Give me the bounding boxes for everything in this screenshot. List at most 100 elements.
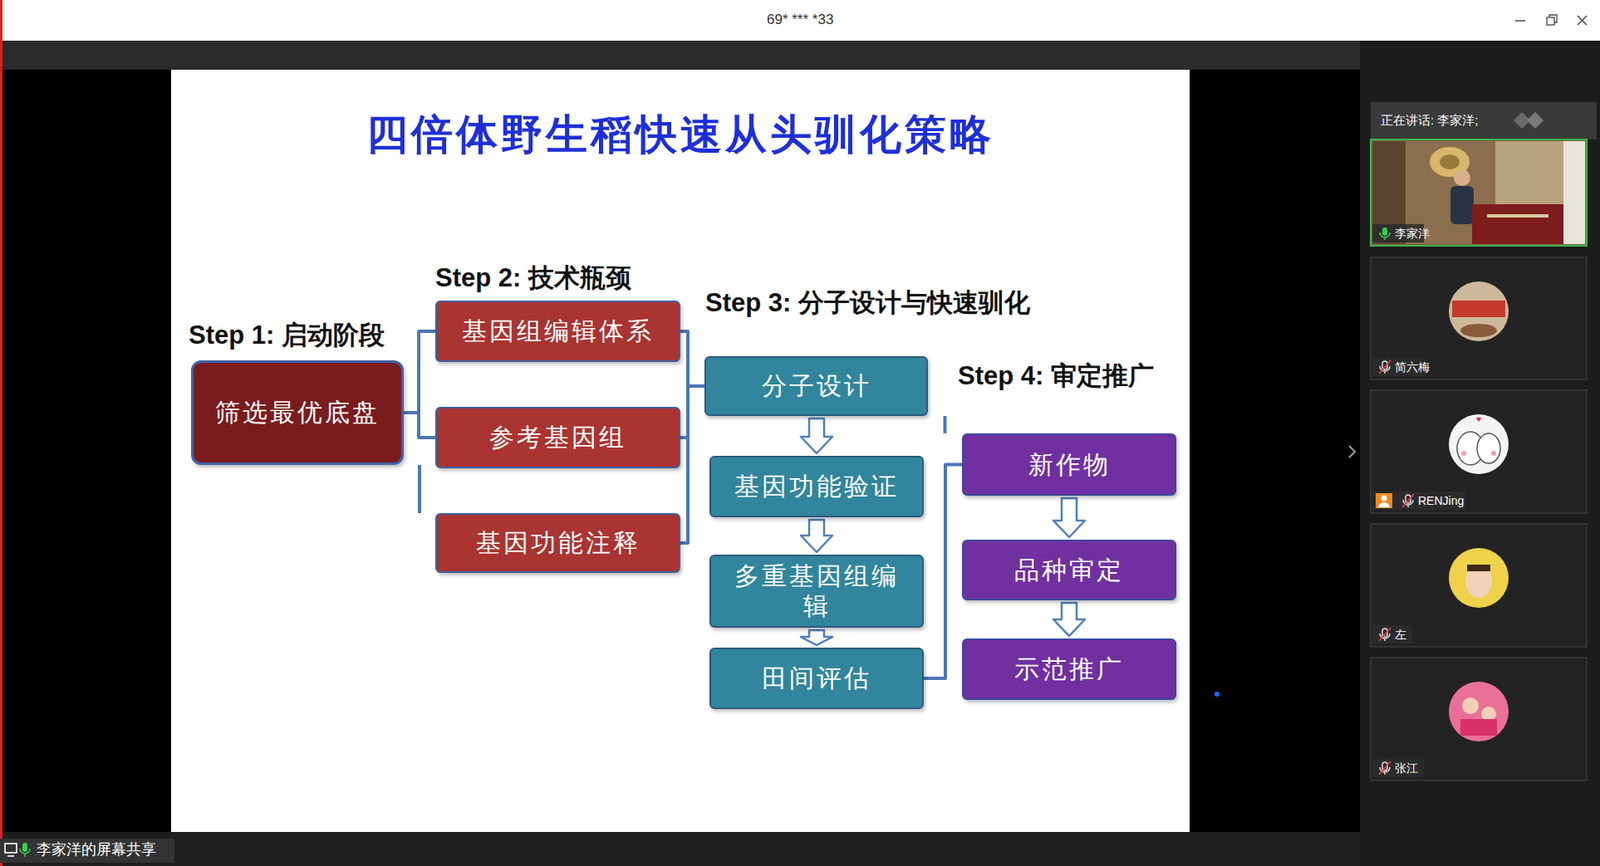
screen-icon	[4, 844, 17, 854]
box-label: 基因功能验证	[734, 471, 899, 502]
mute-slash	[1379, 360, 1391, 374]
participant-tile	[1370, 524, 1587, 648]
step-heading: Step 3: 分子设计与快速驯化	[705, 287, 1031, 319]
process-box: 基因功能注释	[435, 513, 681, 574]
process-box: 品种审定	[961, 539, 1177, 601]
video-person	[1450, 186, 1474, 225]
video-podium	[1487, 214, 1549, 218]
process-box: 田间评估	[709, 647, 924, 710]
video-screen	[1563, 141, 1586, 245]
participant-tile	[1370, 657, 1587, 781]
avatar	[1476, 417, 1482, 423]
step-heading: Step 4: 审定推广	[957, 360, 1154, 392]
video-emblem	[1439, 154, 1460, 170]
avatar	[1461, 451, 1467, 457]
side-panel	[1359, 40, 1600, 866]
name-tag	[1372, 625, 1413, 644]
avatar	[1460, 719, 1497, 737]
video-wall	[1372, 141, 1586, 245]
bottom-bar	[0, 832, 1360, 866]
slide-title: 四倍体野生稻快速从头驯化策略	[366, 107, 995, 163]
participant-name: RENJing	[1418, 494, 1464, 509]
avatar	[1448, 281, 1509, 342]
bracket-connector	[403, 412, 436, 438]
muted-mic-icon	[1379, 361, 1414, 776]
window-text: 69* *** *33	[766, 11, 834, 29]
avatar	[1448, 414, 1509, 475]
mic-icon	[19, 849, 30, 858]
speaker-band	[1370, 102, 1597, 140]
avatar	[1460, 323, 1497, 338]
mic-icon	[1379, 232, 1390, 241]
participant-name: 李家洋	[1394, 226, 1430, 241]
mic-icon	[1382, 227, 1388, 236]
box-label: 筛选最优底盘	[215, 397, 380, 428]
process-box: 筛选最优底盘	[191, 360, 404, 466]
participant-name: 左	[1394, 628, 1407, 643]
bracket-connector	[403, 331, 436, 413]
host-icon	[1375, 493, 1393, 509]
restore-icon	[1549, 14, 1557, 23]
avatar	[1448, 548, 1509, 609]
box-label: 分子设计	[761, 371, 872, 402]
mute-slash	[1379, 360, 1414, 776]
step-heading: Step 2: 技术瓶颈	[435, 262, 632, 294]
mute-slash	[1402, 494, 1414, 508]
process-box: 基因组编辑体系	[435, 300, 681, 363]
block-arrow	[800, 630, 833, 646]
pointer-dot	[1214, 692, 1220, 697]
box-label: 田间评估	[761, 663, 872, 694]
video-person	[1453, 169, 1471, 187]
speaker-icon	[1526, 112, 1544, 129]
video-tile	[1370, 139, 1587, 246]
minimize-icon	[1515, 19, 1526, 22]
box-label: 新作物	[1028, 450, 1111, 481]
slide	[171, 69, 1190, 833]
window-edge	[0, 0, 3, 866]
participant-tile	[1370, 390, 1587, 514]
block-arrow	[800, 520, 833, 553]
mic-icon	[22, 843, 28, 853]
bracket-connector	[680, 386, 705, 544]
bracket-connector	[680, 331, 705, 387]
avatar	[1448, 682, 1509, 742]
box-label: 多重基因组编辑	[721, 561, 913, 622]
mute-slash	[1379, 628, 1391, 642]
process-box: 多重基因组编辑	[709, 554, 924, 629]
process-box: 分子设计	[704, 356, 928, 417]
avatar	[1465, 564, 1493, 599]
participant-name: 正在讲话: 李家洋;	[1380, 112, 1479, 128]
name-tag	[1372, 759, 1424, 778]
host-icon	[1381, 495, 1388, 502]
block-arrow	[800, 418, 833, 454]
block-arrow	[1053, 498, 1085, 538]
share-tag	[0, 839, 175, 864]
avatar	[1467, 564, 1491, 572]
participant-name: 张江	[1394, 761, 1419, 776]
toolbar-strip	[0, 40, 1360, 70]
window-text: 李家洋的屏幕共享	[36, 841, 157, 860]
close-icon	[1577, 15, 1587, 25]
close-icon	[1577, 15, 1587, 25]
step-heading: Step 1: 启动阶段	[188, 319, 385, 351]
participant-name: 简六梅	[1394, 360, 1430, 375]
expand-chevron	[1349, 446, 1355, 458]
name-tag	[1372, 491, 1466, 511]
avatar	[1491, 451, 1497, 457]
mute-slash	[1379, 761, 1391, 776]
screen-icon	[7, 855, 15, 858]
process-box: 参考基因组	[435, 407, 681, 469]
block-arrow	[1053, 603, 1085, 637]
box-label: 基因功能注释	[476, 528, 641, 559]
title-bar	[0, 0, 1600, 41]
box-label: 基因组编辑体系	[461, 316, 654, 347]
process-box: 示范推广	[961, 638, 1177, 701]
avatar	[1462, 697, 1479, 715]
connector	[943, 416, 948, 434]
box-label: 参考基因组	[489, 422, 627, 453]
bracket-connector	[923, 465, 962, 680]
video-podium	[1472, 204, 1564, 245]
host-icon	[1378, 502, 1390, 508]
